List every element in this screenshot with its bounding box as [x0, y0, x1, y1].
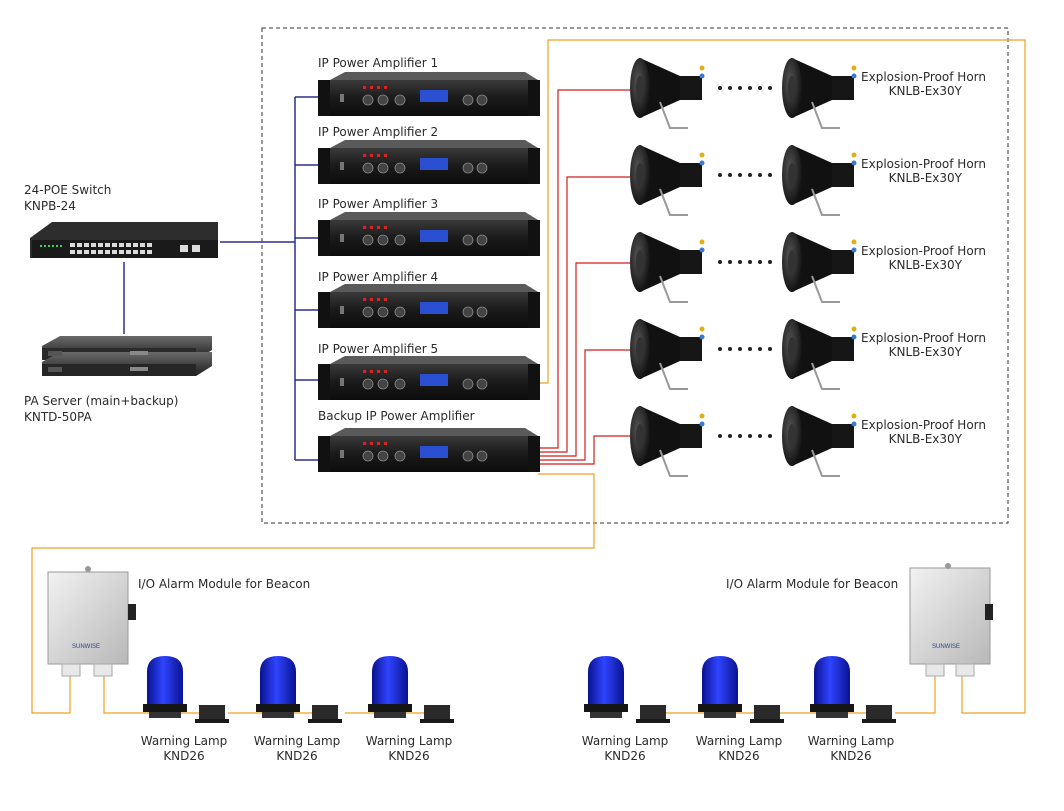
io-module-left [47, 566, 136, 677]
horn-name-3: Explosion-Proof Horn [861, 244, 986, 258]
dashed-enclosure [261, 27, 1009, 524]
horn-model-3: KNLB-Ex30Y [888, 258, 962, 272]
server-name: PA Server (main+backup) [24, 394, 179, 408]
horn-name-5: Explosion-Proof Horn [861, 418, 986, 432]
lamp-model-5: KND26 [718, 749, 760, 763]
horn-row-4 [630, 319, 857, 390]
lamp-name-2: Warning Lamp [253, 734, 341, 748]
horn-model-1: KNLB-Ex30Y [888, 84, 962, 98]
amplifier-5 [318, 356, 540, 400]
warning-lamp-2 [256, 656, 342, 723]
amplifier-4 [318, 284, 540, 328]
amplifier-2 [318, 140, 540, 184]
amplifier-1 [318, 72, 540, 116]
amplifier-label-6: Backup IP Power Amplifier [318, 409, 475, 423]
horn-array [630, 58, 857, 477]
lamp-model-4: KND26 [604, 749, 646, 763]
horn-row-5 [630, 406, 857, 477]
warning-lamp-6 [810, 656, 896, 723]
pa-server [42, 336, 212, 376]
horn-name-4: Explosion-Proof Horn [861, 331, 986, 345]
server-model: KNTD-50PA [24, 410, 92, 424]
amplifier-label-1: IP Power Amplifier 1 [318, 56, 439, 70]
brand-right: SUNWISE [932, 644, 960, 650]
lamp-name-3: Warning Lamp [365, 734, 453, 748]
horn-row-2 [630, 145, 857, 216]
lamp-name-5: Warning Lamp [695, 734, 783, 748]
warning-lamps [143, 656, 896, 723]
warning-lamp-3 [368, 656, 454, 723]
lamp-model-3: KND26 [388, 749, 430, 763]
lamp-model-1: KND26 [163, 749, 205, 763]
amplifier-stack [318, 72, 540, 472]
amplifier-label-5: IP Power Amplifier 5 [318, 342, 439, 356]
lamp-model-6: KND26 [830, 749, 872, 763]
amplifier-6 [318, 428, 540, 472]
lamp-name-1: Warning Lamp [140, 734, 228, 748]
lamp-name-4: Warning Lamp [581, 734, 669, 748]
alarm-lines [31, 39, 1026, 714]
lamp-name-6: Warning Lamp [807, 734, 895, 748]
amplifier-label-2: IP Power Amplifier 2 [318, 125, 439, 139]
network-lines [123, 96, 318, 461]
warning-lamp-4 [584, 656, 670, 723]
warning-lamp-1 [143, 656, 229, 723]
amplifier-3 [318, 212, 540, 256]
lamp-model-2: KND26 [276, 749, 318, 763]
io-module-left-label: I/O Alarm Module for Beacon [138, 577, 311, 591]
horn-model-4: KNLB-Ex30Y [888, 345, 962, 359]
speaker-lines [538, 89, 630, 465]
amplifier-label-3: IP Power Amplifier 3 [318, 197, 439, 211]
poe-switch [30, 222, 218, 258]
brand-left: SUNWISE [72, 644, 100, 650]
switch-name: 24-POE Switch [24, 183, 112, 197]
horn-model-5: KNLB-Ex30Y [888, 432, 962, 446]
horn-model-2: KNLB-Ex30Y [888, 171, 962, 185]
horn-row-1 [630, 58, 857, 129]
horn-name-1: Explosion-Proof Horn [861, 70, 986, 84]
switch-model: KNPB-24 [24, 199, 76, 213]
io-module-right [909, 563, 993, 677]
amplifier-label-4: IP Power Amplifier 4 [318, 270, 439, 284]
warning-lamp-5 [698, 656, 784, 723]
horn-row-3 [630, 232, 857, 303]
io-module-right-label: I/O Alarm Module for Beacon [726, 577, 899, 591]
horn-name-2: Explosion-Proof Horn [861, 157, 986, 171]
